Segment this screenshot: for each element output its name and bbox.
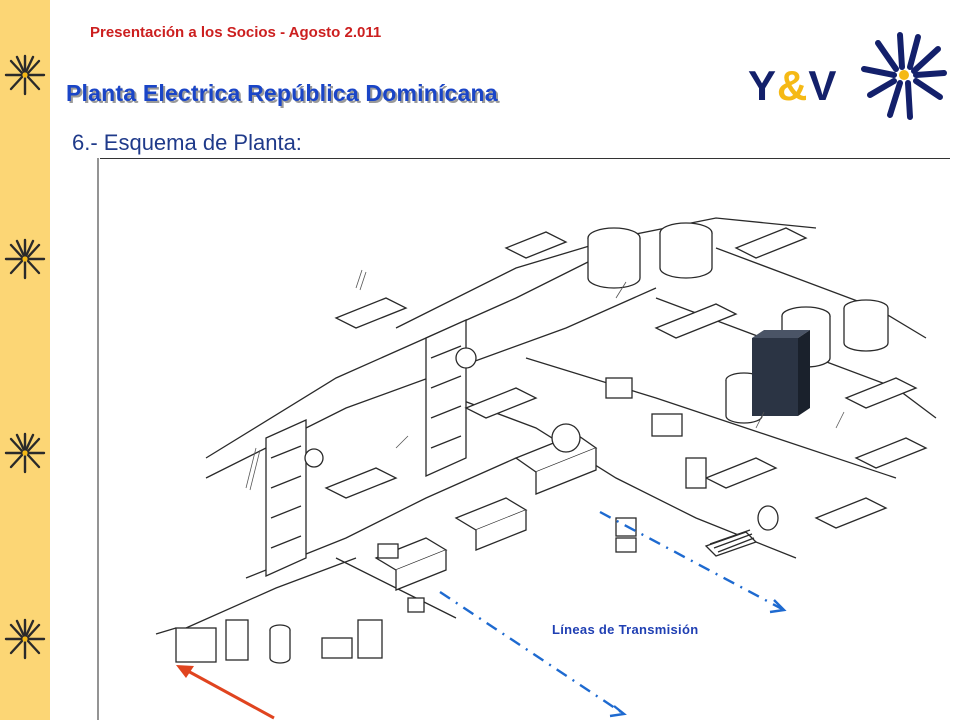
cabinet-6 bbox=[377, 543, 399, 559]
pump-skid-3 bbox=[654, 303, 738, 339]
gas-tank-body bbox=[269, 630, 291, 664]
brand-logo: Y&V bbox=[738, 30, 950, 120]
label-marks bbox=[245, 269, 845, 491]
transmission-arrow-1 bbox=[769, 599, 787, 614]
title-divider bbox=[100, 158, 950, 159]
pump-skid-5 bbox=[844, 377, 918, 409]
section-title: 6.- Esquema de Planta: bbox=[72, 130, 302, 155]
generator-1-side bbox=[535, 448, 597, 495]
transmission-line-1 bbox=[599, 510, 785, 612]
tank-1-body bbox=[587, 238, 641, 289]
pump-skid-2 bbox=[504, 231, 568, 259]
cabinet-1 bbox=[605, 377, 633, 399]
control-building bbox=[752, 338, 798, 416]
boiler-center-coils bbox=[430, 345, 462, 449]
transmission-lines bbox=[439, 510, 785, 716]
cabinet-4 bbox=[615, 537, 637, 553]
cabinet-7 bbox=[685, 457, 707, 489]
tank-2-body bbox=[659, 233, 713, 279]
boiler-left-drum bbox=[304, 448, 324, 468]
brand-wordmark: Y&V bbox=[748, 62, 837, 110]
boiler-center bbox=[425, 318, 467, 478]
generator-2-side bbox=[475, 510, 527, 551]
pump-skid-8 bbox=[324, 467, 398, 499]
pipe-gas bbox=[185, 557, 357, 629]
gas-skid bbox=[175, 627, 217, 663]
brand-letter-y: Y bbox=[748, 62, 778, 109]
presentation-caption: Presentación a los Socios - Agosto 2.011 bbox=[90, 24, 382, 41]
starburst-logo-icon bbox=[4, 54, 46, 96]
gas-separator bbox=[357, 619, 383, 659]
side-strip bbox=[0, 0, 50, 720]
gas-supply-arrow bbox=[176, 665, 275, 720]
pump-motor bbox=[757, 505, 779, 531]
brand-ampersand: & bbox=[777, 62, 809, 109]
starburst-logo-icon bbox=[4, 238, 46, 280]
pump-skid-1 bbox=[334, 297, 408, 329]
transmission-arrows bbox=[609, 599, 787, 718]
starburst-logo-icon bbox=[4, 618, 46, 660]
cabinet-2 bbox=[651, 413, 683, 437]
cabinet-5 bbox=[407, 597, 425, 613]
gas-inlet bbox=[155, 627, 177, 635]
boiler-left bbox=[265, 418, 307, 578]
transmission-lines-label: Líneas de Transmisión bbox=[552, 622, 699, 637]
pipe-right bbox=[525, 357, 897, 479]
pipe-main-1 bbox=[205, 257, 597, 459]
gas-liquids-tank bbox=[321, 637, 353, 659]
condenser-fins bbox=[709, 529, 755, 553]
brand-letter-v: V bbox=[808, 62, 838, 109]
pump-skid-4 bbox=[734, 227, 808, 259]
turbine-casing bbox=[551, 423, 581, 453]
pump-skid-6 bbox=[854, 437, 928, 469]
pipe-ne bbox=[715, 247, 927, 339]
plant-schematic bbox=[97, 158, 937, 720]
schematic-drawing bbox=[97, 158, 937, 720]
gas-compressor bbox=[225, 619, 249, 661]
transmission-line-2 bbox=[439, 590, 625, 716]
control-building-side bbox=[798, 330, 810, 416]
transmission-arrow-2 bbox=[609, 705, 627, 718]
pump-skid-7 bbox=[704, 457, 778, 489]
boiler-center-drum bbox=[455, 347, 477, 369]
starburst-logo-icon bbox=[861, 32, 947, 120]
pipe-mid bbox=[455, 397, 797, 559]
starburst-logo-icon bbox=[4, 432, 46, 474]
page-title: Planta Electrica República Dominícana bbox=[66, 80, 498, 106]
pump-skid-9 bbox=[464, 387, 538, 419]
pump-skid-10 bbox=[814, 497, 888, 529]
control-building-roof bbox=[752, 330, 810, 338]
boiler-left-coils bbox=[270, 445, 302, 549]
tank-4-body bbox=[843, 308, 889, 352]
generator-3-side bbox=[395, 550, 447, 591]
